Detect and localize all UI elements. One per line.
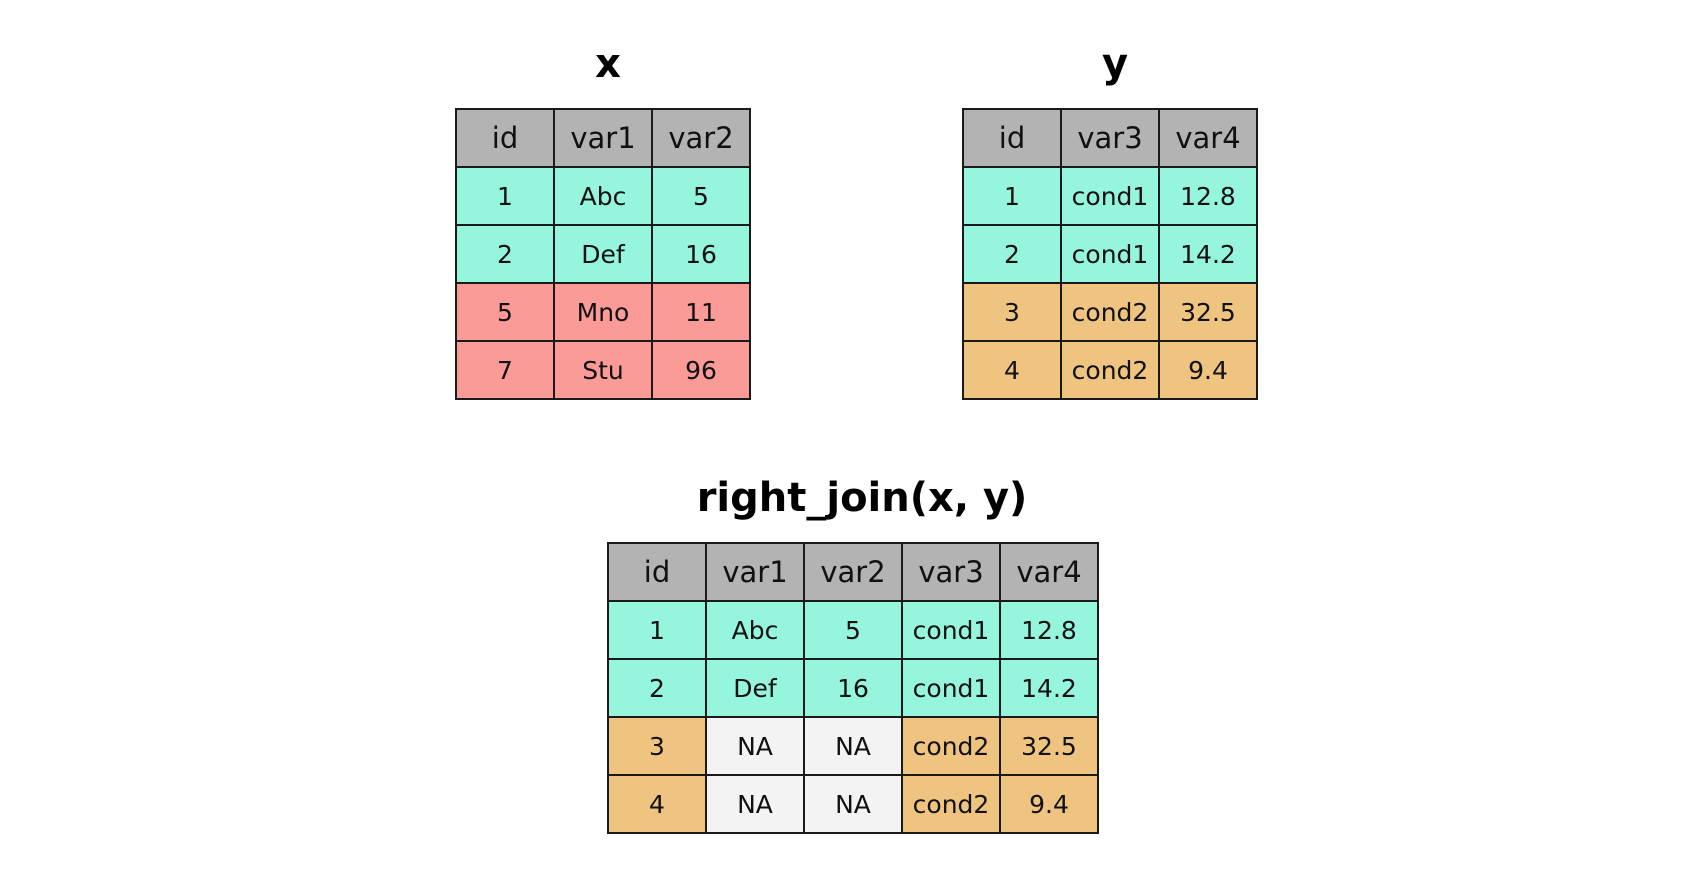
column-header: id: [455, 108, 555, 168]
table-cell: 32.5: [999, 716, 1099, 776]
column-header: var1: [705, 542, 805, 602]
na-cell: NA: [705, 774, 805, 834]
column-header: id: [962, 108, 1062, 168]
table-cell: 5: [455, 282, 555, 342]
table-cell: 5: [651, 166, 751, 226]
table-cell: cond2: [901, 716, 1001, 776]
table-cell: 11: [651, 282, 751, 342]
table-cell: cond2: [1060, 340, 1160, 400]
table-cell: 4: [607, 774, 707, 834]
column-header: var1: [553, 108, 653, 168]
table-x-title: x: [595, 41, 621, 87]
table-y-title: y: [1101, 41, 1129, 87]
table-cell: cond2: [901, 774, 1001, 834]
na-cell: NA: [803, 774, 903, 834]
table-cell: 9.4: [1158, 340, 1258, 400]
table-cell: 96: [651, 340, 751, 400]
column-header: var4: [999, 542, 1099, 602]
table-cell: 12.8: [999, 600, 1099, 660]
table-cell: 4: [962, 340, 1062, 400]
table-cell: cond1: [901, 600, 1001, 660]
table-cell: 2: [455, 224, 555, 284]
table-cell: 3: [607, 716, 707, 776]
table-cell: Mno: [553, 282, 653, 342]
table-cell: cond1: [901, 658, 1001, 718]
na-cell: NA: [803, 716, 903, 776]
column-header: var2: [803, 542, 903, 602]
table-cell: 3: [962, 282, 1062, 342]
table-cell: 14.2: [1158, 224, 1258, 284]
table-cell: cond2: [1060, 282, 1160, 342]
table-cell: 16: [651, 224, 751, 284]
table-cell: 1: [962, 166, 1062, 226]
table-cell: 1: [607, 600, 707, 660]
column-header: var3: [1060, 108, 1160, 168]
table-cell: cond1: [1060, 224, 1160, 284]
table-cell: 32.5: [1158, 282, 1258, 342]
column-header: id: [607, 542, 707, 602]
result-table-title: right_join(x, y): [696, 475, 1028, 521]
table-cell: 12.8: [1158, 166, 1258, 226]
table-cell: 1: [455, 166, 555, 226]
table-cell: Abc: [705, 600, 805, 660]
table-cell: Def: [553, 224, 653, 284]
table-cell: 16: [803, 658, 903, 718]
table-cell: cond1: [1060, 166, 1160, 226]
table-cell: Abc: [553, 166, 653, 226]
na-cell: NA: [705, 716, 805, 776]
column-header: var2: [651, 108, 751, 168]
table-cell: 5: [803, 600, 903, 660]
table-cell: 14.2: [999, 658, 1099, 718]
table-cell: 7: [455, 340, 555, 400]
table-cell: 2: [607, 658, 707, 718]
table-cell: 2: [962, 224, 1062, 284]
column-header: var4: [1158, 108, 1258, 168]
column-header: var3: [901, 542, 1001, 602]
table-cell: Def: [705, 658, 805, 718]
table-cell: 9.4: [999, 774, 1099, 834]
table-cell: Stu: [553, 340, 653, 400]
